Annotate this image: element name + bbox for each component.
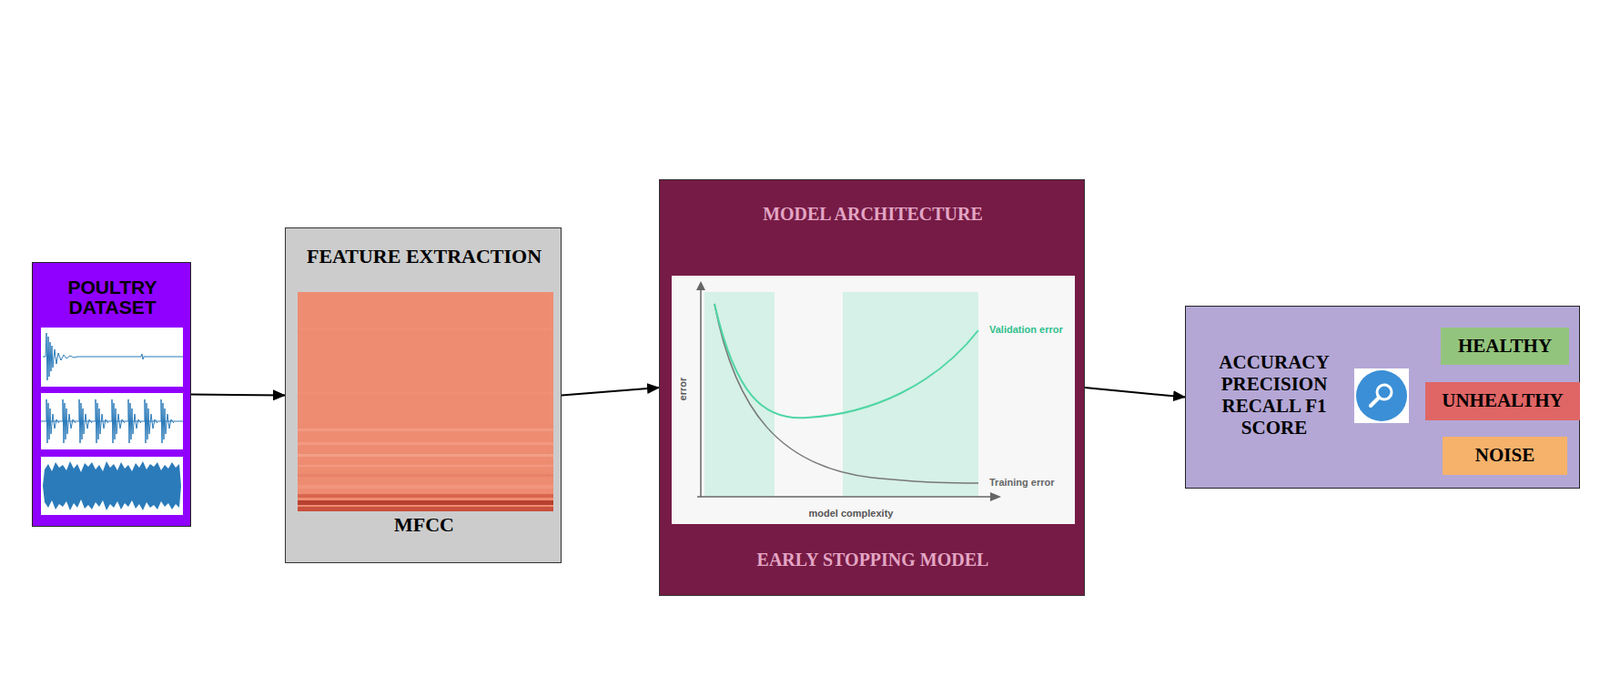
metrics-box: ACCURACY PRECISION RECALL F1 SCORE HEALTH… (1184, 305, 1580, 489)
class-box: NOISE (1442, 436, 1568, 476)
flow-arrow (191, 394, 285, 396)
node-text: EARLY STOPPING MODEL (668, 549, 1077, 570)
class-box: HEALTHY (1440, 327, 1570, 365)
chart-label: Training error (989, 476, 1055, 489)
node-text: ACCURACY PRECISION RECALL F1 SCORE (1198, 351, 1350, 440)
node-text: HEALTHY (1443, 335, 1567, 357)
mfcc-image (297, 292, 554, 512)
node-text: FEATURE EXTRACTION (291, 245, 557, 268)
chart-label: model complexity (809, 507, 894, 520)
node-text: NOISE (1445, 445, 1565, 466)
model-box: MODEL ARCHITECTURE EARLY STOPPING MODEL Va… (658, 179, 1085, 597)
class-box: UNHEALTHY (1425, 382, 1580, 421)
chart-label: Validation error (989, 324, 1064, 336)
node-text: POULTRY DATASET (40, 277, 185, 318)
node-text: MODEL ARCHITECTURE (668, 203, 1077, 224)
search-icon (1354, 368, 1409, 424)
flow-arrow (561, 387, 659, 396)
dataset-box: POULTRY DATASET (31, 262, 192, 527)
chart-label: error (677, 377, 689, 402)
node-text: UNHEALTHY (1427, 390, 1578, 412)
waveform-samples (40, 327, 183, 516)
flow-arrow (1084, 387, 1185, 398)
feature-box: FEATURE EXTRACTION MFCC (284, 227, 562, 564)
node-text: MFCC (291, 514, 557, 537)
